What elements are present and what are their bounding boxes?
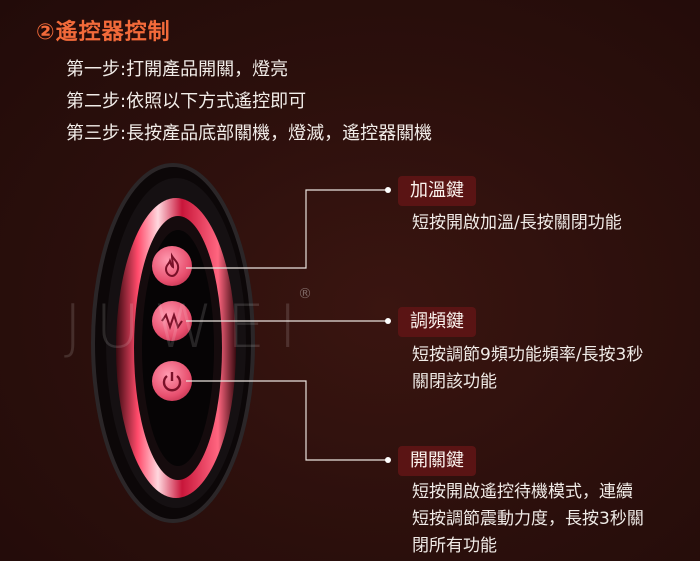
frequency-button[interactable] xyxy=(152,301,192,341)
heat-key-desc: 短按開啟加溫/長按關閉功能 xyxy=(412,210,622,237)
power-key-label: 開關鍵 xyxy=(398,446,476,476)
heat-key-label: 加溫鍵 xyxy=(398,176,476,206)
heat-button[interactable] xyxy=(152,246,192,286)
power-key-desc-line: 短按開啟遙控待機模式，連續 xyxy=(412,482,633,502)
power-key-desc-line: 短按調節震動力度，長按3秒關 xyxy=(412,509,644,529)
frequency-key-label: 調頻鍵 xyxy=(398,307,476,337)
section-title: ②遙控器控制 xyxy=(36,20,171,45)
wave-icon xyxy=(161,311,183,331)
watermark: JUWEI xyxy=(64,292,311,362)
frequency-key-desc: 短按調節9頻功能頻率/長按3秒 關閉該功能 xyxy=(412,342,643,396)
power-button[interactable] xyxy=(152,361,192,401)
power-key-desc: 短按開啟遙控待機模式，連續 短按調節震動力度，長按3秒關 閉所有功能 xyxy=(412,479,644,560)
power-key-desc-line: 閉所有功能 xyxy=(412,536,497,556)
step-3: 第三步:長按產品底部關機，燈滅，遙控器關機 xyxy=(66,123,433,144)
frequency-key-desc-line: 關閉該功能 xyxy=(412,372,497,392)
step-1: 第一步:打開產品開關，燈亮 xyxy=(66,59,289,80)
frequency-key-desc-line: 短按調節9頻功能頻率/長按3秒 xyxy=(412,345,644,365)
step-list: 第一步:打開產品開關，燈亮 第二步:依照以下方式遙控即可 第三步:長按產品底部關… xyxy=(66,54,432,150)
flame-icon xyxy=(164,252,180,278)
power-icon xyxy=(162,372,182,392)
registered-mark: ® xyxy=(298,286,312,302)
step-2: 第二步:依照以下方式遙控即可 xyxy=(66,91,307,112)
heat-key-desc-line: 短按開啟加溫/長按關閉功能 xyxy=(412,213,622,233)
